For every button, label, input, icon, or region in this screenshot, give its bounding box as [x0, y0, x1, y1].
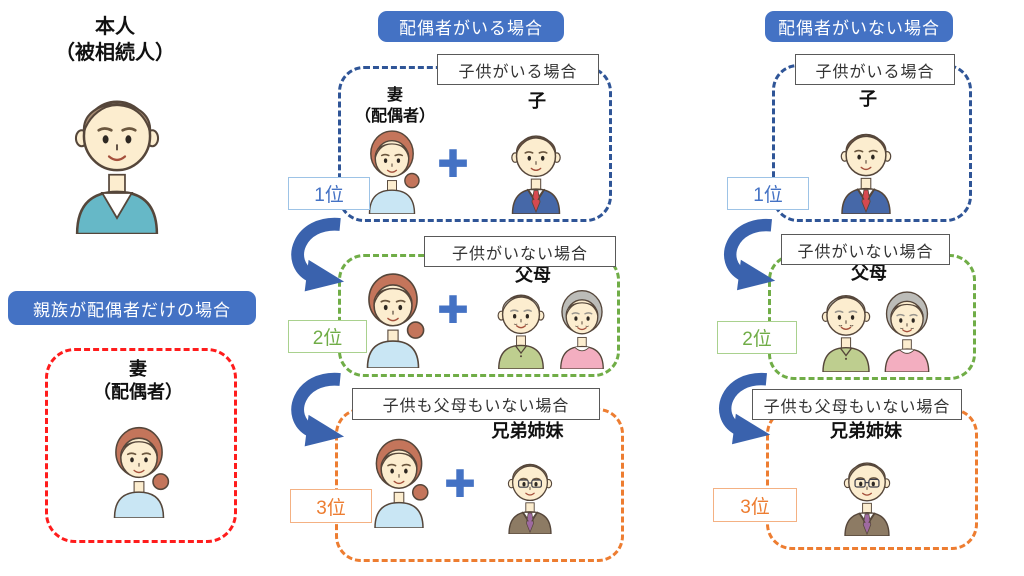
with-spouse-rank3-heir-label: 兄弟姉妹	[491, 421, 564, 441]
without-spouse-rank2-heir-label: 父母	[851, 263, 887, 283]
plus-icon: ✚	[444, 462, 476, 506]
decedent-illustration	[60, 62, 174, 234]
sibling-illustration	[498, 450, 562, 534]
spouse-only-wife-label: 妻 （配偶者）	[60, 358, 216, 405]
without-spouse-rank3-badge: 3位	[713, 488, 797, 522]
wife-illustration	[362, 432, 436, 528]
without-spouse-rank3-condition: 子供も父母もいない場合	[752, 389, 962, 420]
spouse-only-box	[45, 348, 237, 543]
with-spouse-rank1-condition: 子供がいる場合	[437, 54, 599, 85]
with-spouse-rank1-heir-label: 子	[528, 91, 546, 111]
with-spouse-rank1-spouse-label: 妻 （配偶者）	[355, 87, 436, 125]
wife-illustration	[99, 420, 179, 518]
without-spouse-rank1-heir-label: 子	[859, 89, 877, 109]
without-spouse-rank3-heir-label: 兄弟姉妹	[830, 421, 902, 441]
wife-label-line2: （配偶者）	[93, 382, 183, 403]
spouse-only-header: 親族が配偶者だけの場合	[8, 291, 256, 325]
without-spouse-rank1-condition: 子供がいる場合	[795, 54, 955, 85]
sibling-illustration	[834, 448, 900, 536]
with-spouse-rank3-condition: 子供も父母もいない場合	[352, 388, 600, 420]
child-illustration	[831, 118, 901, 214]
decedent-title: 本人 （被相続人）	[35, 14, 195, 66]
child-illustration	[502, 120, 570, 214]
plus-icon: ✚	[437, 142, 469, 186]
decedent-title-line2: （被相続人）	[55, 42, 175, 64]
with-spouse-rank2-badge: 2位	[288, 320, 367, 353]
wife-label-line1: 妻	[129, 359, 147, 379]
decedent-title-line1: 本人	[95, 16, 135, 38]
with-spouse-header: 配偶者がいる場合	[378, 11, 564, 42]
wife-illustration	[356, 266, 430, 368]
wife-illustration	[356, 124, 428, 214]
curved-arrow-icon	[283, 371, 349, 447]
without-spouse-rank2-badge: 2位	[717, 321, 797, 354]
mother-illustration	[876, 284, 938, 372]
curved-arrow-icon	[283, 216, 349, 292]
plus-icon: ✚	[437, 288, 469, 332]
with-spouse-rank2-heir-label: 父母	[515, 265, 551, 285]
curved-arrow-icon	[711, 370, 775, 446]
without-spouse-rank2-condition: 子供がいない場合	[781, 234, 950, 265]
curved-arrow-icon	[716, 216, 780, 292]
mother-illustration	[551, 284, 613, 369]
without-spouse-header: 配偶者がいない場合	[765, 11, 953, 42]
without-spouse-rank1-badge: 1位	[727, 177, 809, 210]
with-spouse-rank1-badge: 1位	[288, 177, 370, 210]
with-spouse-rank2-condition: 子供がいない場合	[424, 236, 616, 267]
father-illustration	[813, 280, 879, 372]
father-illustration	[489, 280, 553, 369]
with-spouse-rank3-badge: 3位	[290, 489, 372, 523]
